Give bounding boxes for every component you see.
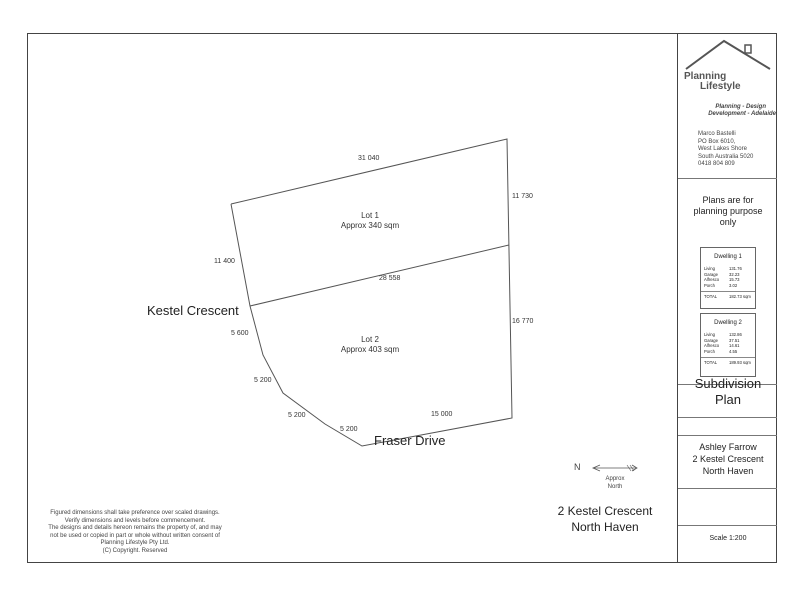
dwelling-1-title: Dwelling 1 bbox=[714, 254, 742, 260]
drawing-title-line-1: Subdivision bbox=[694, 376, 762, 391]
contact-line: South Australia 5020 bbox=[698, 153, 754, 160]
divider bbox=[678, 488, 777, 489]
dim-right-lower: 16 770 bbox=[512, 318, 534, 325]
disclaimer-line: (C) Copyright. Reserved bbox=[102, 547, 168, 554]
contact-line: 0418 804 809 bbox=[698, 161, 735, 167]
north-label-1: Approx bbox=[605, 476, 625, 482]
note-line: Plans are for bbox=[702, 195, 754, 205]
company-logo-text: Planning Lifestyle bbox=[684, 72, 774, 92]
company-name-line-2: Lifestyle bbox=[700, 81, 741, 92]
north-letter: N bbox=[574, 462, 581, 472]
dim-divider: 28 558 bbox=[379, 275, 401, 282]
lot-1-area: Approx 340 sqm bbox=[340, 221, 400, 230]
drawing-title: Subdivision Plan bbox=[678, 376, 778, 408]
company-tagline: Planning - Design Development - Adelaide bbox=[682, 104, 776, 118]
note-line: planning purpose bbox=[693, 206, 763, 216]
planning-note: Plans are for planning purpose only bbox=[678, 195, 778, 228]
divider bbox=[678, 384, 777, 385]
dim-chamfer-2: 5 200 bbox=[288, 412, 306, 419]
lot-divider bbox=[249, 244, 510, 307]
client-address-line: 2 Kestel Crescent bbox=[692, 454, 764, 464]
client-name: Ashley Farrow bbox=[699, 442, 757, 452]
dim-chamfer-1: 5 200 bbox=[254, 377, 272, 384]
dim-bottom: 15 000 bbox=[431, 411, 453, 418]
divider bbox=[678, 417, 777, 418]
lot-2-label: Lot 2 Approx 403 sqm bbox=[320, 335, 420, 355]
tagline-line-1: Planning - Design bbox=[715, 104, 766, 110]
contact-details: Marco Bastelli PO Box 6010, West Lakes S… bbox=[698, 131, 776, 169]
disclaimer: Figured dimensions shall take preference… bbox=[30, 510, 240, 555]
disclaimer-line: Planning Lifestyle Pty Ltd. bbox=[100, 540, 170, 546]
lot-1-label: Lot 1 Approx 340 sqm bbox=[320, 211, 420, 231]
disclaimer-line: Verify dimensions and levels before comm… bbox=[64, 517, 206, 524]
lot-2-area: Approx 403 sqm bbox=[340, 345, 400, 354]
drawing-title-line-2: Plan bbox=[714, 392, 742, 407]
dwelling-2-title: Dwelling 2 bbox=[714, 320, 742, 326]
scale-label: Scale 1:200 bbox=[709, 535, 747, 542]
dim-left-upper: 11 400 bbox=[214, 258, 235, 265]
dim-left-lower: 5 600 bbox=[231, 330, 249, 337]
site-address-line-2: North Haven bbox=[571, 520, 639, 534]
title-block: Planning Lifestyle Planning - Design Dev… bbox=[677, 33, 777, 563]
lot-boundary bbox=[230, 138, 513, 447]
contact-line: West Lakes Shore bbox=[698, 146, 747, 152]
dim-top: 31 040 bbox=[358, 155, 380, 162]
divider bbox=[678, 525, 777, 526]
street-kestel-crescent: Kestel Crescent bbox=[147, 303, 239, 318]
divider bbox=[678, 435, 777, 436]
contact-line: Marco Bastelli bbox=[698, 131, 736, 137]
lot-1-name: Lot 1 bbox=[361, 211, 379, 220]
site-address-line-1: 2 Kestel Crescent bbox=[557, 504, 653, 518]
street-fraser-drive: Fraser Drive bbox=[374, 433, 446, 448]
disclaimer-line: Figured dimensions shall take preference… bbox=[50, 510, 220, 516]
tagline-line-2: Development - Adelaide bbox=[708, 111, 776, 117]
contact-line: PO Box 6010, bbox=[698, 138, 736, 145]
dim-bottom-left: 5 200 bbox=[340, 426, 358, 433]
north-label: Approx North bbox=[595, 475, 635, 491]
north-label-2: North bbox=[607, 484, 623, 490]
disclaimer-line: The designs and details hereon remains t… bbox=[48, 525, 222, 531]
client-details: Ashley Farrow 2 Kestel Crescent North Ha… bbox=[678, 441, 778, 477]
divider bbox=[678, 178, 777, 179]
site-address: 2 Kestel Crescent North Haven bbox=[540, 503, 670, 535]
north-arrow-icon bbox=[591, 464, 638, 472]
lot-2-name: Lot 2 bbox=[361, 335, 379, 344]
note-line: only bbox=[719, 217, 737, 227]
disclaimer-line: not be used or copied in part or whole w… bbox=[50, 532, 220, 539]
drawing-frame bbox=[27, 33, 777, 563]
client-address-line: North Haven bbox=[702, 466, 754, 476]
company-name-line-1: Planning bbox=[684, 71, 727, 82]
dim-right-upper: 11 730 bbox=[512, 193, 533, 200]
house-logo-icon bbox=[685, 39, 771, 70]
